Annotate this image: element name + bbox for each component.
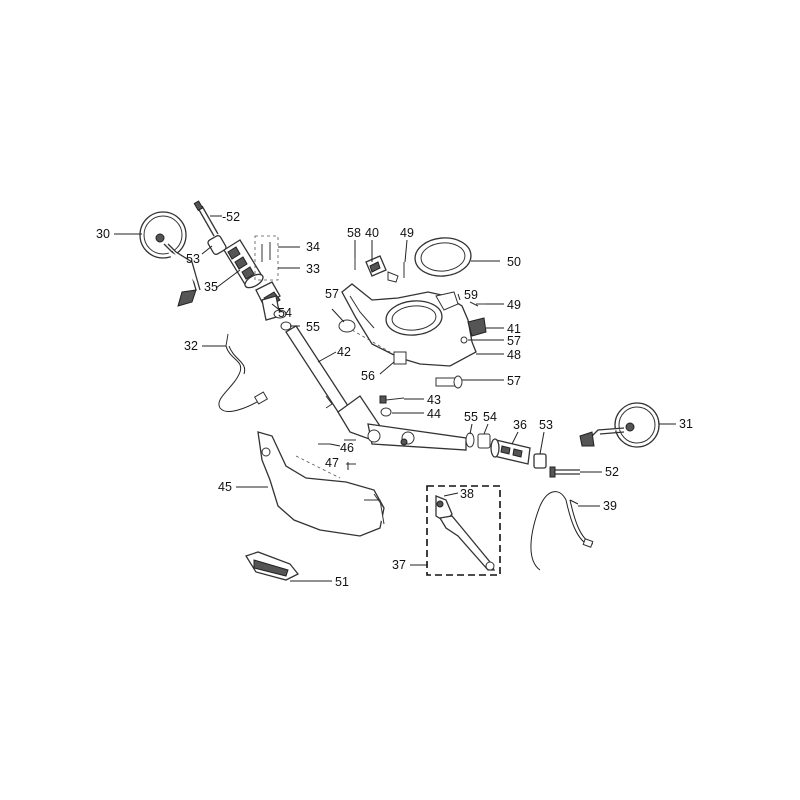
handlebar-tube — [285, 325, 467, 451]
front-reflector — [245, 551, 300, 581]
callout-40: 40 — [365, 226, 379, 240]
callout-46: 46 — [340, 441, 354, 455]
callout-31: 31 — [679, 417, 693, 431]
clamp-bolt — [379, 395, 405, 417]
callout-56: 56 — [361, 369, 375, 383]
callout-42: 42 — [337, 345, 351, 359]
callout-47: 47 — [325, 456, 339, 470]
callout-55-right: 55 — [464, 410, 478, 424]
gauge-ring — [414, 237, 472, 277]
throttle-cable — [218, 333, 269, 412]
callout-50: 50 — [507, 255, 521, 269]
right-mirror — [579, 402, 660, 448]
callout-34: 34 — [306, 240, 320, 254]
left-bar-end-bolt — [193, 200, 219, 237]
callout-labels: 30 -52 53 35 34 33 54 55 32 42 58 40 49 … — [96, 210, 693, 589]
callout-57-left: 57 — [325, 287, 339, 301]
brake-cable — [530, 491, 594, 571]
callout-43: 43 — [427, 393, 441, 407]
callout-57-right: 57 — [507, 334, 521, 348]
callout-57-bottom: 57 — [507, 374, 521, 388]
callout-30: 30 — [96, 227, 110, 241]
callout-53-left: 53 — [186, 252, 200, 266]
callout-51: 51 — [335, 575, 349, 589]
dashboard-housing — [341, 283, 477, 367]
callout-49-top: 49 — [400, 226, 414, 240]
callout-32: 32 — [184, 339, 198, 353]
callout-59: 59 — [464, 288, 478, 302]
left-mirror — [139, 211, 201, 307]
callout-45: 45 — [218, 480, 232, 494]
callout-55-left: 55 — [306, 320, 320, 334]
left-bar-end-weight — [207, 235, 227, 255]
callout-54-left: 54 — [278, 306, 292, 320]
left-grip — [223, 239, 264, 289]
brake-lever-assembly — [426, 485, 501, 576]
right-grip-assembly — [465, 432, 580, 478]
callout-41: 41 — [507, 322, 521, 336]
callout-58: 58 — [347, 226, 361, 240]
housing-right-parts — [460, 301, 490, 344]
callout-44: 44 — [427, 407, 441, 421]
callout-54-right: 54 — [483, 410, 497, 424]
callout-38: 38 — [460, 487, 474, 501]
callout-49-right: 49 — [507, 298, 521, 312]
rubber-mounts — [338, 319, 463, 389]
callout-36: 36 — [513, 418, 527, 432]
callout-52-top: -52 — [222, 210, 240, 224]
left-spacers — [273, 309, 292, 331]
callout-33: 33 — [306, 262, 320, 276]
callout-39: 39 — [603, 499, 617, 513]
top-bracket — [354, 255, 405, 283]
leader-lines — [114, 215, 676, 582]
callout-35: 35 — [204, 280, 218, 294]
callout-52-right: 52 — [605, 465, 619, 479]
callout-53-right: 53 — [539, 418, 553, 432]
callout-37: 37 — [392, 558, 406, 572]
callout-48: 48 — [507, 348, 521, 362]
handlebar-cover — [257, 431, 385, 537]
